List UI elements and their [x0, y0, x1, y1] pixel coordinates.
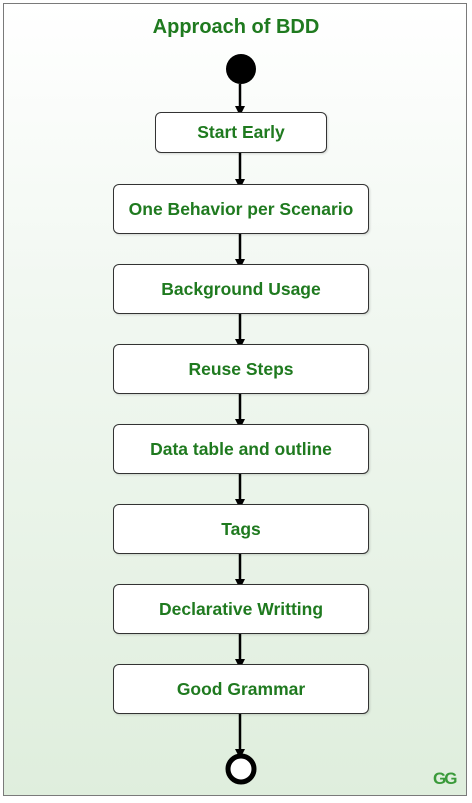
step-tags: Tags [113, 504, 369, 554]
step-one-behavior-per-scenario: One Behavior per Scenario [113, 184, 369, 234]
step-background-usage: Background Usage [113, 264, 369, 314]
diagram-title: Approach of BDD [152, 16, 320, 38]
step-data-table-and-outline: Data table and outline [113, 424, 369, 474]
step-good-grammar: Good Grammar [113, 664, 369, 714]
geeksforgeeks-logo: GG [433, 769, 457, 788]
step-declarative-writting: Declarative Writting [113, 584, 369, 634]
step-reuse-steps: Reuse Steps [113, 344, 369, 394]
start-node [226, 54, 256, 84]
step-start-early: Start Early [155, 112, 327, 153]
end-node [225, 753, 257, 785]
